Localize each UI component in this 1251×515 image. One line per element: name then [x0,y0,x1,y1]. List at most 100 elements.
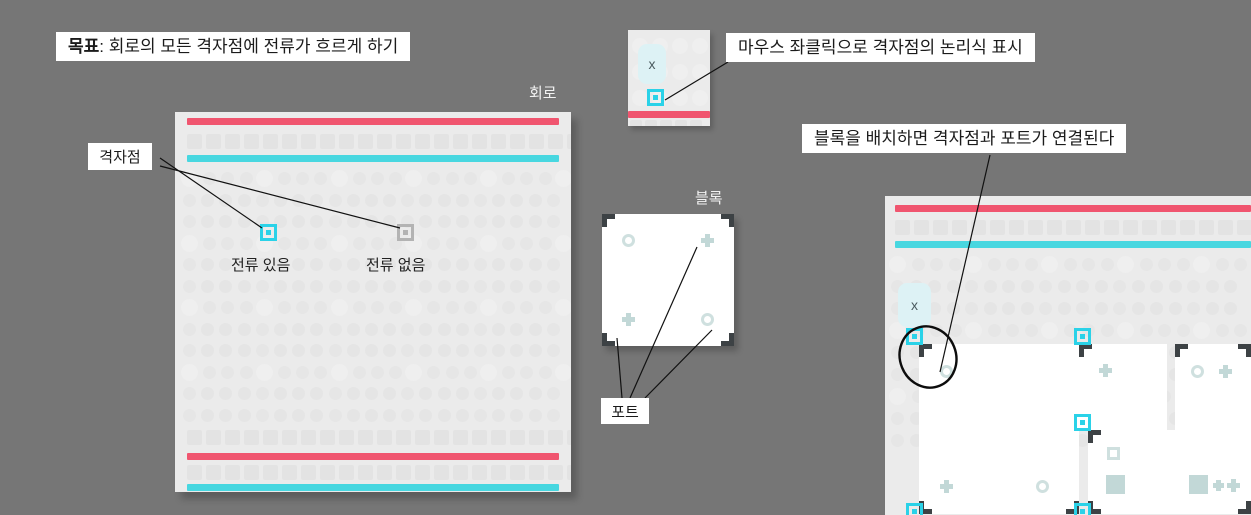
grid-hole[interactable] [183,344,196,357]
grid-point-on-4[interactable] [906,503,923,515]
grid-hole[interactable] [546,193,560,207]
grid-hole[interactable] [983,302,997,315]
grid-hole[interactable] [474,344,487,357]
rail-hole[interactable] [358,465,373,480]
grid-hole[interactable] [554,234,571,252]
grid-hole[interactable] [528,258,542,271]
grid-hole[interactable] [474,258,487,271]
grid-hole[interactable] [181,234,198,252]
grid-hole[interactable] [273,408,287,422]
grid-hole[interactable] [328,344,342,357]
grid-hole[interactable] [273,258,287,271]
grid-hole[interactable] [239,236,253,250]
grid-hole[interactable] [1117,256,1134,273]
grid-hole[interactable] [1158,324,1171,337]
grid-hole[interactable] [273,344,287,357]
rail-hole[interactable] [434,465,449,480]
grid-hole[interactable] [463,172,477,185]
grid-hole[interactable] [310,387,324,400]
grid-hole[interactable] [352,172,366,185]
grid-hole[interactable] [546,387,560,400]
grid-hole[interactable] [455,215,469,228]
grid-hole[interactable] [255,387,269,400]
grid-hole[interactable] [219,322,233,336]
port-ring-icon[interactable] [940,365,953,378]
grid-hole[interactable] [364,322,378,336]
grid-hole[interactable] [492,387,506,400]
grid-point-on-5[interactable] [1074,503,1091,515]
rail-hole[interactable] [952,220,967,235]
grid-hole[interactable] [419,258,433,271]
rail-hole[interactable] [1237,220,1251,235]
grid-hole[interactable] [1205,280,1219,293]
main-circuit-board[interactable] [175,112,571,492]
grid-hole[interactable] [181,363,198,381]
grid-hole[interactable] [510,279,524,293]
grid-hole[interactable] [538,301,552,314]
grid-hole[interactable] [201,322,215,336]
grid-hole[interactable] [237,344,251,357]
grid-hole[interactable] [1224,280,1237,293]
grid-hole[interactable] [328,279,342,293]
rail-hole[interactable] [244,134,259,149]
grid-hole[interactable] [1150,280,1163,293]
grid-hole[interactable] [203,301,217,314]
port-ring-icon[interactable] [701,313,714,326]
grid-hole[interactable] [273,193,287,207]
grid-hole[interactable] [437,193,451,207]
grid-hole[interactable] [273,322,287,336]
port-ring-icon[interactable] [622,234,635,247]
port-cross-icon[interactable] [701,234,714,247]
grid-hole[interactable] [965,280,978,293]
grid-hole[interactable] [419,387,433,400]
rail-hole[interactable] [510,134,525,149]
grid-hole[interactable] [528,215,542,228]
rail-hole[interactable] [453,134,468,149]
grid-hole[interactable] [183,215,196,228]
grid-hole[interactable] [1006,258,1019,271]
grid-hole[interactable] [891,346,904,359]
grid-hole[interactable] [237,322,251,336]
grid-hole[interactable] [546,344,560,357]
grid-hole[interactable] [427,172,441,185]
grid-hole[interactable] [203,236,217,250]
rail-hole[interactable] [187,465,202,480]
grid-hole[interactable] [346,193,360,207]
grid-hole[interactable] [203,172,217,185]
rail-hole[interactable] [1085,220,1100,235]
grid-hole[interactable] [928,302,941,315]
grid-hole[interactable] [310,279,324,293]
grid-hole[interactable] [502,236,516,250]
grid-hole[interactable] [1234,324,1247,337]
grid-point-on-inset[interactable] [647,89,664,106]
grid-hole[interactable] [930,258,943,271]
grid-hole[interactable] [510,322,524,336]
rail-hole[interactable] [301,465,316,480]
placed-block-right[interactable] [1175,344,1251,514]
grid-hole[interactable] [987,258,1001,271]
grid-hole[interactable] [328,408,342,422]
grid-hole[interactable] [948,258,962,271]
grid-hole[interactable] [383,279,397,293]
grid-hole[interactable] [370,236,384,250]
grid-hole[interactable] [364,193,378,207]
grid-hole[interactable] [554,170,571,187]
grid-hole[interactable] [520,236,534,250]
grid-hole[interactable] [1041,322,1058,339]
grid-hole[interactable] [502,365,516,379]
rail-hole[interactable] [244,430,259,445]
grid-hole[interactable] [370,301,384,314]
grid-hole[interactable] [1020,302,1034,315]
rail-hole[interactable] [1066,220,1081,235]
rail-hole[interactable] [377,430,392,445]
grid-hole[interactable] [1063,324,1077,337]
grid-hole[interactable] [492,258,506,271]
rail-hole[interactable] [1009,220,1024,235]
grid-hole[interactable] [292,258,306,271]
grid-hole[interactable] [1187,302,1200,315]
grid-hole[interactable] [296,172,310,185]
rail-hole[interactable] [645,120,657,126]
grid-hole[interactable] [370,365,384,379]
grid-hole[interactable] [1039,280,1052,293]
grid-hole[interactable] [383,387,397,400]
